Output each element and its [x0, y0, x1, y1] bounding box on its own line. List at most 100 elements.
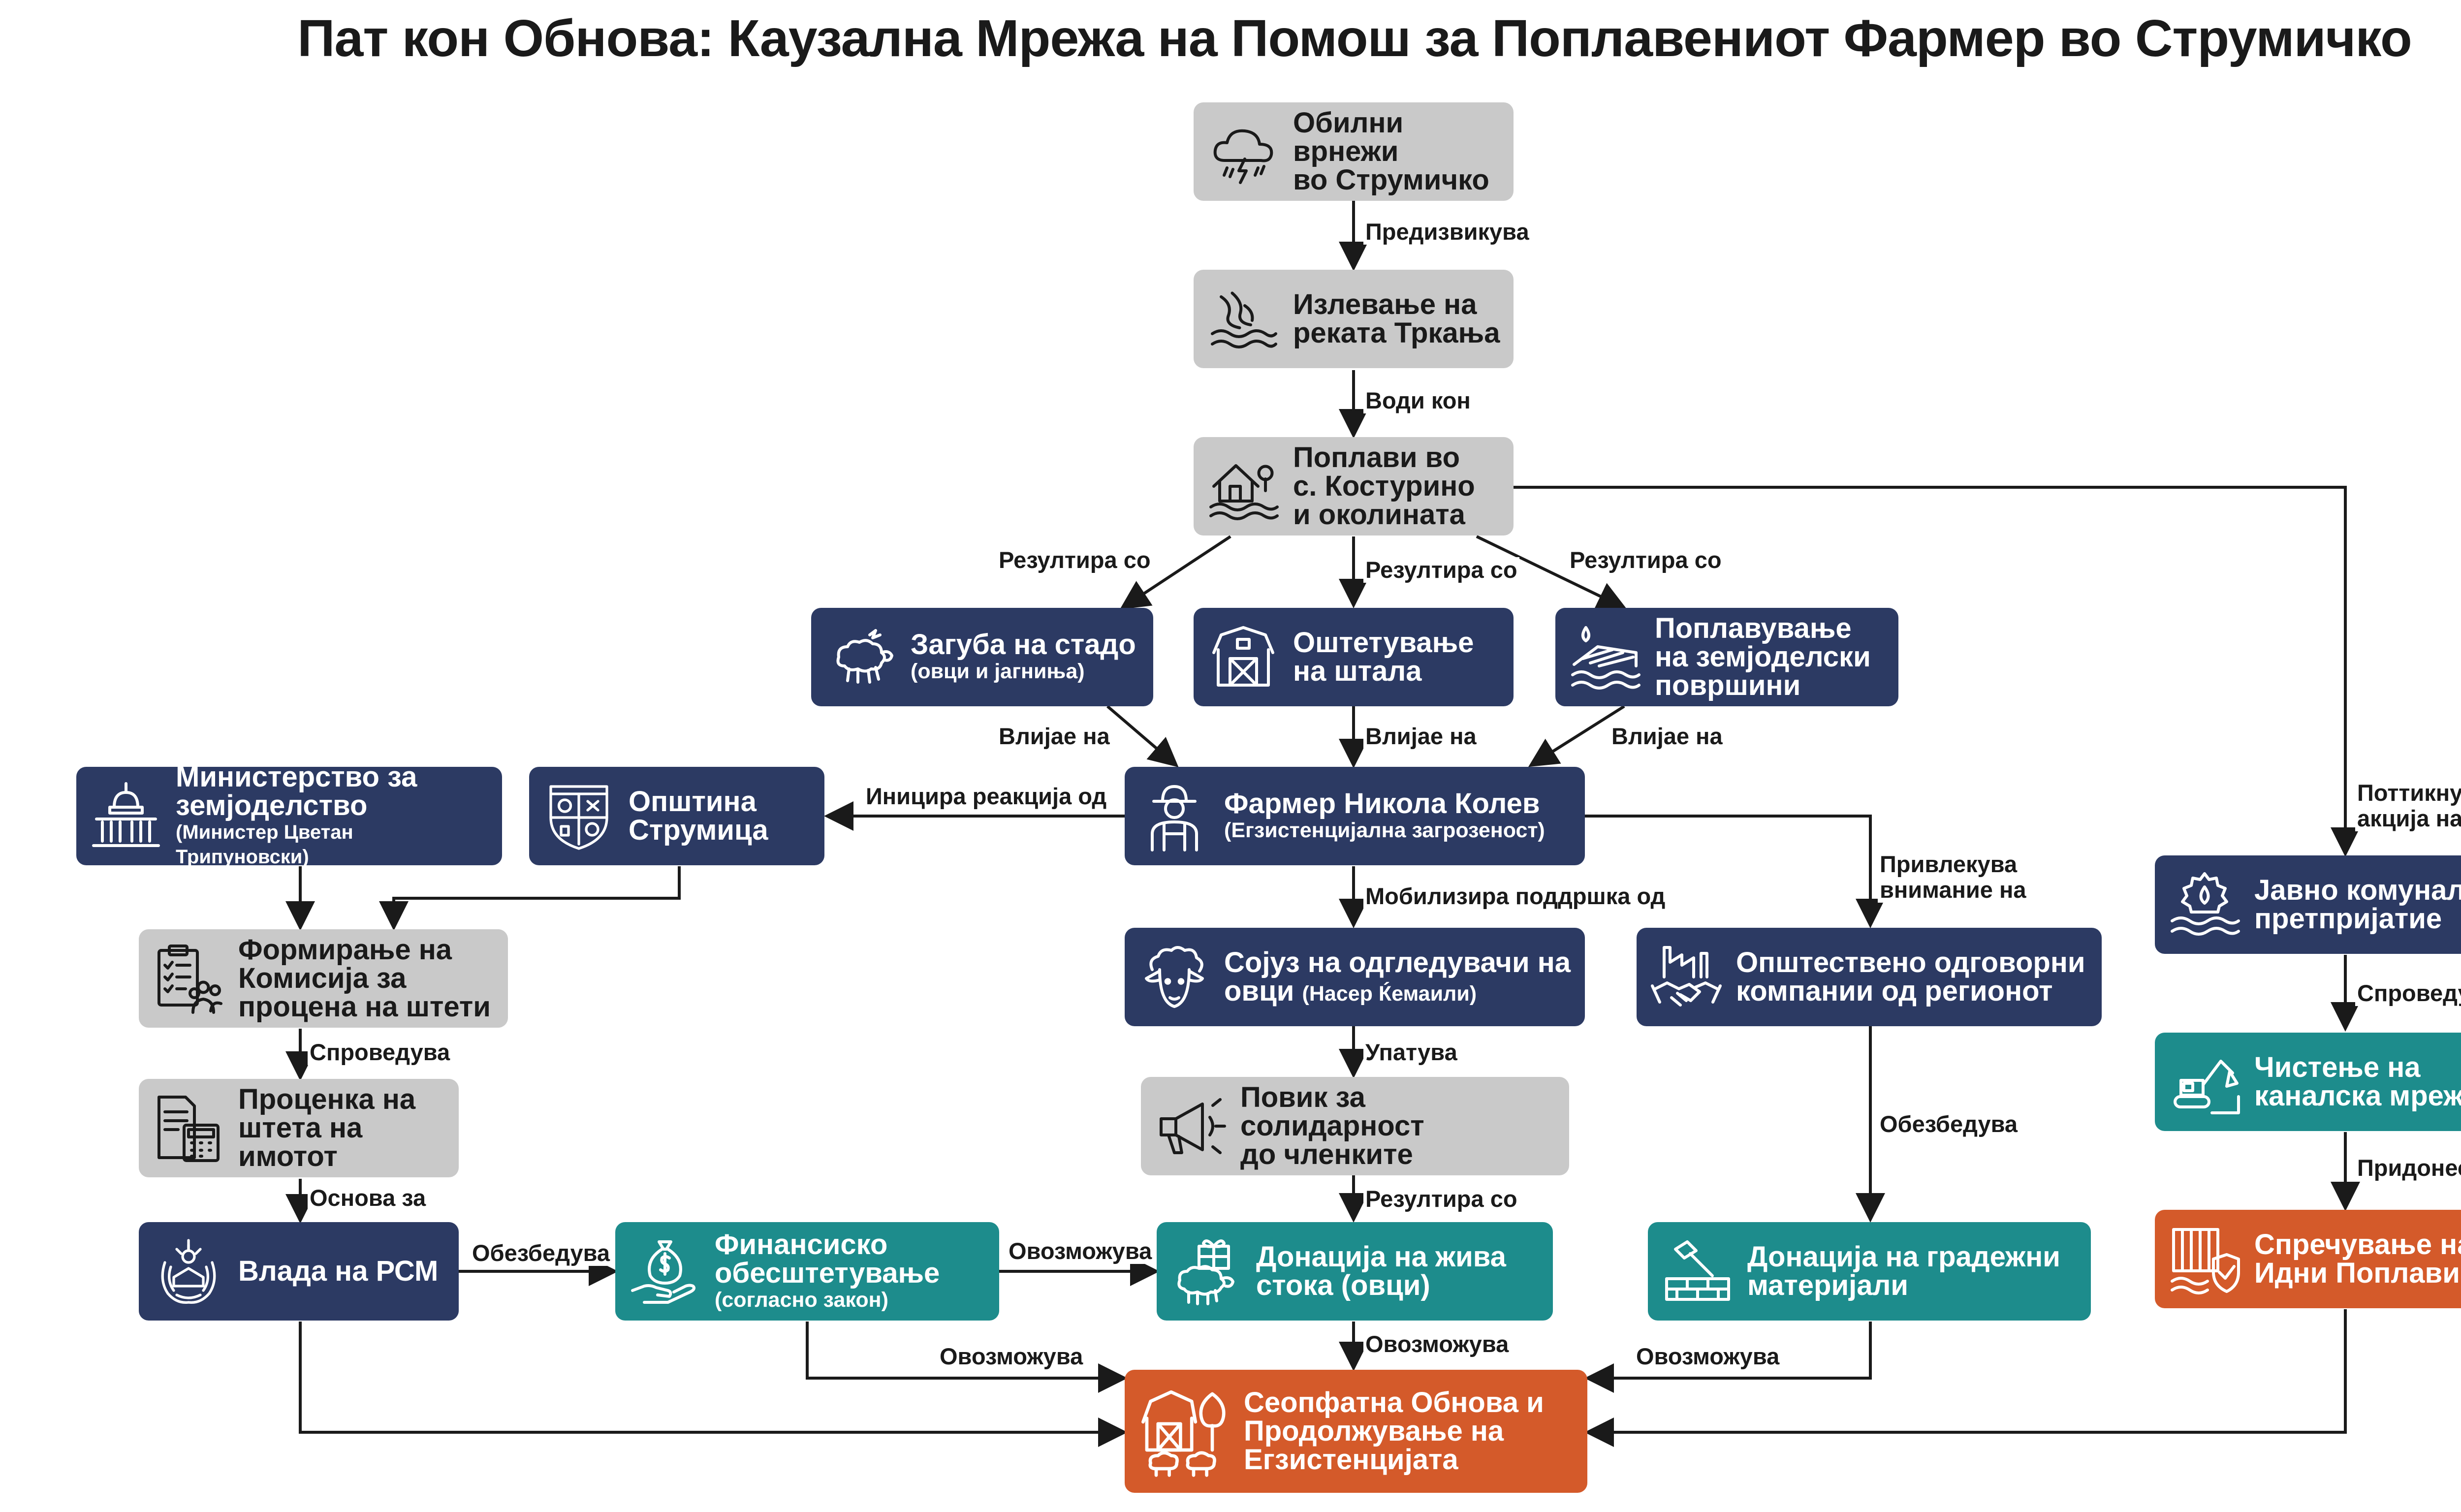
edge-label-pottiknuva: Поттикнува акција на — [2355, 780, 2461, 831]
node-union-sub: (Насер Ќемаили) — [1302, 981, 1477, 1006]
gear-water-icon — [2168, 868, 2241, 942]
node-canal: Чистење на каналска мрежа — [2155, 1033, 2461, 1131]
money-bag-hand-icon — [628, 1234, 702, 1308]
farmer-icon — [1137, 779, 1211, 853]
edge-municipality-commission — [379, 866, 681, 931]
node-union: Сојуз на одгледувачи на овци (Насер Ќема… — [1125, 928, 1585, 1026]
edge-label-vlijae-right: Влијае на — [1609, 724, 1725, 749]
diagram-title: Пат кон Обнова: Каузална Мрежа на Помош … — [297, 9, 2412, 67]
edge-label-upatuva: Упатува — [1363, 1040, 1459, 1065]
edge-label-rezultira-mid: Резултира со — [1363, 557, 1519, 583]
hammer-bricks-icon — [1661, 1234, 1735, 1308]
node-government: Влада на РСМ — [139, 1222, 459, 1321]
edge-label-sproveduva-utility: Спроведува — [2355, 980, 2461, 1006]
node-compensation: Финансиско обесштетување (согласно закон… — [615, 1222, 999, 1321]
node-fields-flood-label: Поплавување на земјоделски површини — [1655, 612, 1871, 701]
edge-label-osnova: Основа за — [308, 1185, 428, 1211]
edge-compensation-recovery — [806, 1322, 1128, 1393]
capitol-icon — [89, 779, 163, 853]
node-herd-loss-label: Загуба на стадо — [911, 629, 1136, 661]
node-rains-label: Обилни врнежи во Струмичко — [1293, 107, 1489, 196]
node-floods-label: Поплави во с. Костурино и околината — [1293, 441, 1475, 531]
node-appeal-label: Повик за солидарност до членките — [1240, 1081, 1424, 1170]
edge-label-rezultira-appeal: Резултира со — [1363, 1186, 1519, 1212]
municipal-crest-icon — [542, 779, 616, 853]
flooded-house-icon — [1206, 449, 1280, 523]
edge-government-recovery — [299, 1322, 1128, 1447]
node-companies: Општествено одговорни компании од регион… — [1637, 928, 2102, 1026]
node-commission: Формирање на Комисија за процена на штет… — [139, 929, 508, 1028]
node-farmer-label: Фармер Никола Колев — [1224, 788, 1540, 819]
edge-label-vlijae-mid: Влијае на — [1363, 724, 1479, 749]
node-assessment-label: Проценка на штета на имотот — [238, 1083, 416, 1172]
government-emblem-icon — [152, 1234, 225, 1308]
node-ministry-label: Министерство за земјоделство — [176, 761, 417, 821]
node-herd-loss-sub: (овци и јагниња) — [911, 660, 1085, 683]
node-compensation-label: Финансиско обесштетување — [715, 1228, 940, 1289]
node-livestock-label: Донација на жива стока (овци) — [1256, 1241, 1506, 1301]
node-canal-label: Чистење на каналска мрежа — [2254, 1051, 2461, 1112]
excavator-icon — [2168, 1045, 2241, 1119]
node-overflow-label: Излевање на реката Тркања — [1293, 288, 1500, 349]
edge-label-ovozmozuva-right: Овозможува — [1634, 1344, 1782, 1369]
barn-tree-sheep-icon — [1137, 1385, 1231, 1478]
node-fields-flood: Поплавување на земјоделски површини — [1555, 608, 1898, 706]
node-livestock: Донација на жива стока (овци) — [1157, 1222, 1553, 1321]
edge-herdloss-farmer — [1106, 705, 1179, 767]
node-farmer: Фармер Никола Колев (Егзистенцијална заг… — [1125, 767, 1585, 865]
node-rains: Обилни врнежи во Струмичко — [1194, 102, 1514, 201]
node-ministry: Министерство за земјоделство (Министер Ц… — [76, 763, 502, 868]
node-barn-damage-label: Оштетување на штала — [1293, 627, 1474, 687]
node-utility: Јавно комунално претпријатие — [2155, 855, 2461, 954]
edge-prevention-recovery — [1584, 1309, 2347, 1447]
node-assessment: Проценка на штета на имотот — [139, 1079, 459, 1177]
node-recovery-label: Сеопфатна Обнова и Продолжување на Егзис… — [1244, 1386, 1544, 1476]
calculator-document-icon — [152, 1091, 225, 1165]
node-commission-label: Формирање на Комисија за процена на штет… — [238, 934, 491, 1023]
edge-floods-fields — [1476, 535, 1627, 610]
node-farmer-sub: (Егзистенцијална загрозеност) — [1224, 819, 1545, 842]
node-barn-damage: Оштетување на штала — [1194, 608, 1514, 706]
edge-materials-recovery — [1584, 1322, 1872, 1393]
edge-label-ovozmozuva-comp: Овозможува — [1007, 1238, 1154, 1264]
river-overflow-icon — [1206, 282, 1280, 356]
node-municipality-label: Општина Струмица — [629, 786, 768, 846]
gift-sheep-icon — [1169, 1234, 1243, 1308]
edge-floods-herdloss — [1119, 535, 1231, 610]
edge-fields-farmer — [1528, 705, 1625, 767]
node-floods: Поплави во с. Костурино и околината — [1194, 437, 1514, 536]
node-appeal: Повик за солидарност до членките — [1141, 1077, 1569, 1175]
handshake-factory-icon — [1649, 940, 1723, 1014]
sheep-head-icon — [1137, 940, 1211, 1014]
edge-label-ovozmozuva-mid: Овозможува — [1363, 1331, 1511, 1357]
edge-label-mobilizira: Мобилизира поддршка од — [1363, 883, 1668, 909]
node-herd-loss: Загуба на стадо (овци и јагниња) — [811, 608, 1153, 706]
flooded-field-icon — [1568, 620, 1642, 694]
node-overflow: Излевање на реката Тркања — [1194, 270, 1514, 368]
node-union-label: Сојуз на одгледувачи на овци (Насер Ќема… — [1224, 946, 1571, 1007]
node-government-label: Влада на РСМ — [238, 1255, 439, 1287]
clipboard-team-icon — [152, 942, 225, 1015]
node-prevention-label: Спречување на Идни Поплави — [2254, 1228, 2461, 1289]
node-ministry-sub: (Министер Цветан Трипуновски) — [176, 821, 353, 868]
edge-label-rezultira-left: Резултира со — [997, 547, 1153, 573]
megaphone-icon — [1154, 1089, 1228, 1163]
node-prevention: Спречување на Идни Поплави — [2155, 1210, 2461, 1308]
node-compensation-sub: (согласно закон) — [715, 1288, 888, 1312]
edge-label-obezbeduva-companies: Обезбедува — [1878, 1111, 2020, 1137]
edge-label-vlijae-left: Влијае на — [997, 724, 1112, 749]
node-utility-label: Јавно комунално претпријатие — [2254, 874, 2461, 935]
edge-floods-utility — [1514, 486, 2360, 857]
sheep-icon — [824, 620, 898, 694]
edge-label-sproveduva-commission: Спроведува — [308, 1040, 452, 1065]
edge-label-inicira: Иницира реакција од — [864, 784, 1109, 809]
barn-icon — [1206, 620, 1280, 694]
flood-barrier-shield-icon — [2168, 1222, 2241, 1296]
edge-label-vodi-kon: Води кон — [1363, 388, 1473, 413]
edge-label-predizvikuva: Предизвикува — [1363, 219, 1531, 245]
edge-farmer-companies — [1582, 815, 1885, 928]
edge-label-privlekuva: Привлекува внимание на — [1878, 851, 2028, 903]
node-municipality: Општина Струмица — [529, 767, 824, 865]
edge-label-obezbeduva-gov: Обезбедува — [470, 1240, 612, 1266]
